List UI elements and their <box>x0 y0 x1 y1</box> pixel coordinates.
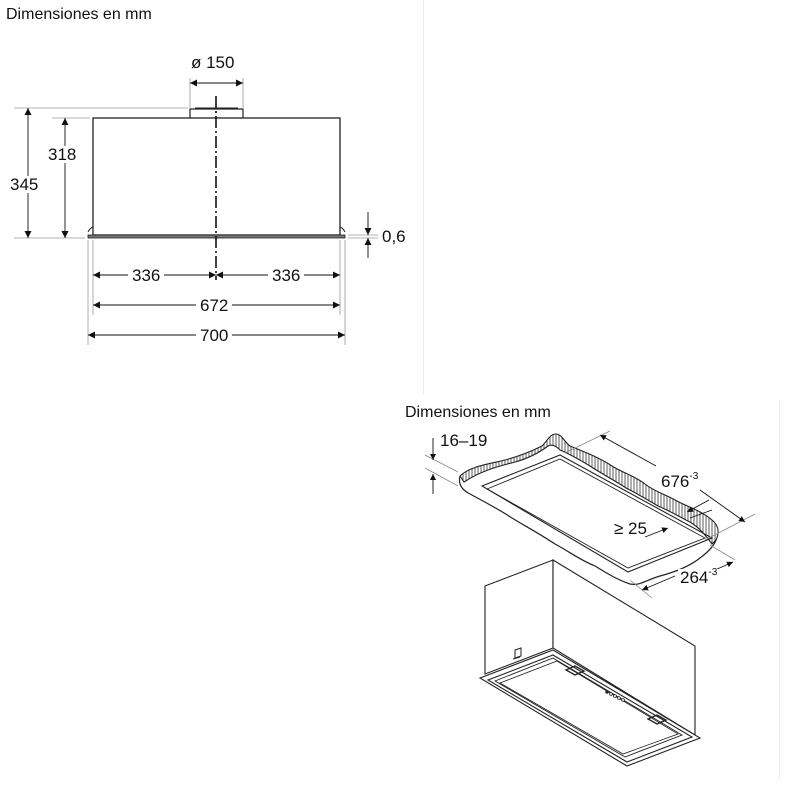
dim-frame-thickness: 0,6 <box>382 227 406 246</box>
range-hood-iso <box>478 559 702 767</box>
dim-duct-diameter: ø 150 <box>191 53 235 72</box>
dim-cutout-length-tolerance: -3 <box>689 471 699 482</box>
dim-body-height: 318 <box>48 145 77 164</box>
dim-body-width: 672 <box>196 297 233 314</box>
dim-total-height: 345 <box>10 175 39 194</box>
dim-half-width-right: 336 <box>268 267 305 284</box>
installation-view-title: Dimensiones en mm <box>405 404 551 421</box>
dim-total-width: 700 <box>196 327 233 344</box>
dim-panel-thickness: 16–19 <box>440 431 488 450</box>
dim-cutout-length: 676-3 <box>659 471 701 491</box>
dim-cutout-depth-value: 264 <box>680 568 709 587</box>
dim-cutout-length-value: 676 <box>661 472 690 491</box>
dim-cutout-depth-tolerance: -3 <box>708 567 718 578</box>
panel-divider-center <box>423 0 424 395</box>
dim-half-width-left: 336 <box>128 267 165 284</box>
dim-cutout-depth: 264-3 <box>678 567 720 587</box>
front-view-title: Dimensiones en mm <box>6 6 152 23</box>
dim-edge-distance: ≥ 25 <box>614 519 647 538</box>
control-buttons <box>605 690 625 702</box>
panel-divider-right <box>779 400 780 780</box>
cabinet-panel-cutout <box>458 433 719 585</box>
